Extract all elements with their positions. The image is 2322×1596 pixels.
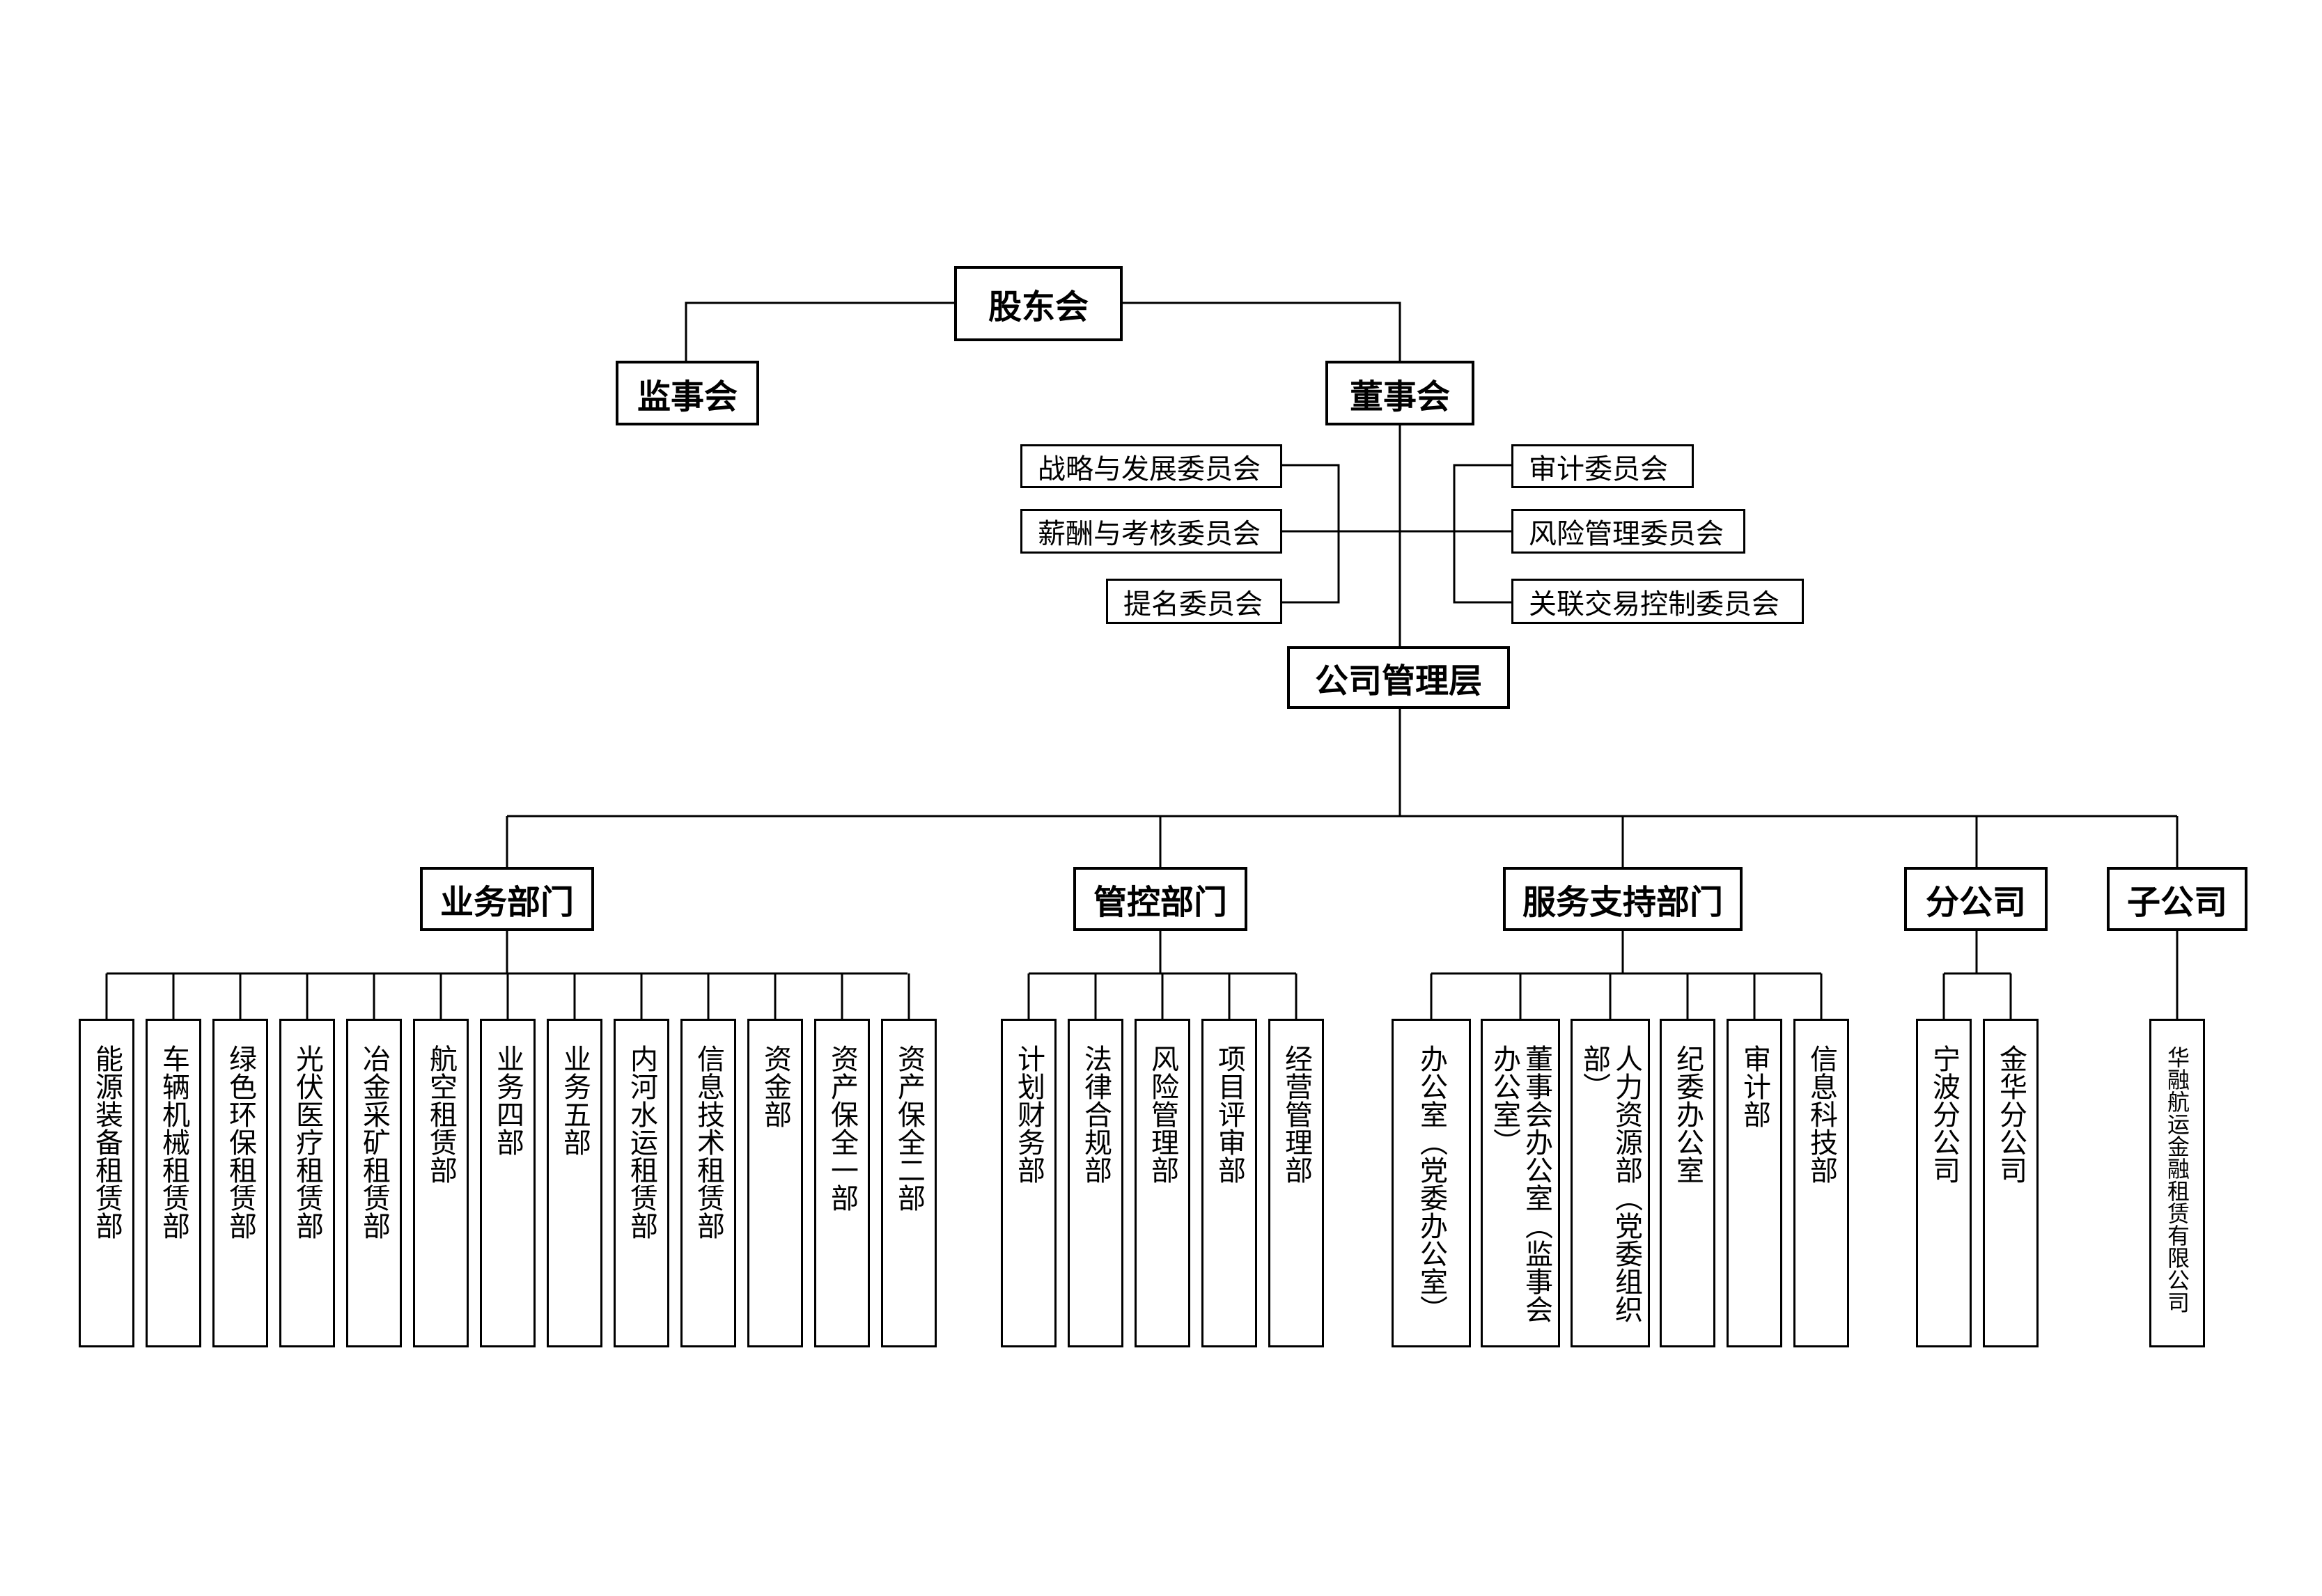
subsidiary-label: 华融航运金融租赁有限公司 xyxy=(2164,1046,2190,1313)
risk-committee-box: 风险管理委员会 xyxy=(1511,509,1745,554)
service-dept-box: 纪委办公室 xyxy=(1660,1019,1715,1347)
dept-label: 资金部 xyxy=(759,1045,791,1128)
business-dept-box: 能源装备租赁部 xyxy=(79,1019,134,1347)
dept-label: 业务四部 xyxy=(492,1045,524,1156)
business-dept-box: 业务四部 xyxy=(480,1019,536,1347)
dept-label: 航空租赁部 xyxy=(425,1045,457,1184)
remuneration-committee-box: 薪酬与考核委员会 xyxy=(1020,509,1282,554)
business-dept-box: 资产保全二部 xyxy=(881,1019,937,1347)
dept-label: 车辆机械租赁部 xyxy=(157,1045,189,1239)
control-dept-box: 法律合规部 xyxy=(1068,1019,1123,1347)
business-dept-box: 信息技术租赁部 xyxy=(680,1019,736,1347)
supervisory-board-box: 监事会 xyxy=(616,361,759,425)
dept-label: 内河水运租赁部 xyxy=(625,1045,657,1239)
dept-label: 审计部 xyxy=(1738,1045,1770,1128)
dept-label: 能源装备租赁部 xyxy=(91,1045,123,1239)
service-departments-box: 服务支持部门 xyxy=(1503,867,1743,931)
dept-label: 办公室（党委办公室） xyxy=(1415,1045,1447,1323)
business-dept-box: 资产保全一部 xyxy=(814,1019,870,1347)
dept-label: 绿色环保租赁部 xyxy=(224,1045,256,1239)
dept-label: 项目评审部 xyxy=(1213,1045,1245,1184)
dept-label: 资产保全二部 xyxy=(893,1045,925,1212)
control-departments-box: 管控部门 xyxy=(1073,867,1247,931)
business-dept-box: 光伏医疗租赁部 xyxy=(279,1019,335,1347)
control-dept-box: 风险管理部 xyxy=(1135,1019,1190,1347)
business-dept-box: 内河水运租赁部 xyxy=(614,1019,669,1347)
dept-label: 纪委办公室 xyxy=(1672,1045,1704,1184)
dept-label: 计划财务部 xyxy=(1013,1045,1045,1184)
service-dept-box: 董事会办公室（监事会办公室） xyxy=(1481,1019,1560,1347)
dept-label: 董事会办公室（监事会办公室） xyxy=(1488,1045,1552,1323)
branch-box: 金华分公司 xyxy=(1983,1019,2039,1347)
control-dept-box: 经营管理部 xyxy=(1268,1019,1324,1347)
business-dept-box: 冶金采矿租赁部 xyxy=(346,1019,402,1347)
dept-label: 业务五部 xyxy=(559,1045,591,1156)
audit-committee-box: 审计委员会 xyxy=(1511,444,1694,488)
branch-label: 金华分公司 xyxy=(1995,1045,2027,1184)
related-transaction-committee-box: 关联交易控制委员会 xyxy=(1511,579,1804,624)
business-dept-box: 资金部 xyxy=(747,1019,803,1347)
nomination-committee-box: 提名委员会 xyxy=(1106,579,1282,624)
branch-box: 宁波分公司 xyxy=(1916,1019,1972,1347)
business-dept-box: 业务五部 xyxy=(547,1019,602,1347)
business-departments-box: 业务部门 xyxy=(420,867,594,931)
branch-label: 宁波分公司 xyxy=(1928,1045,1960,1184)
dept-label: 风险管理部 xyxy=(1146,1045,1178,1184)
strategy-committee-box: 战略与发展委员会 xyxy=(1020,444,1282,488)
service-dept-box: 办公室（党委办公室） xyxy=(1392,1019,1471,1347)
subsidiary-box: 华融航运金融租赁有限公司 xyxy=(2149,1019,2205,1347)
board-of-directors-box: 董事会 xyxy=(1325,361,1474,425)
dept-label: 信息科技部 xyxy=(1805,1045,1837,1184)
dept-label: 冶金采矿租赁部 xyxy=(358,1045,390,1239)
dept-label: 资产保全一部 xyxy=(826,1045,858,1212)
dept-label: 经营管理部 xyxy=(1280,1045,1312,1184)
subsidiary-companies-box: 子公司 xyxy=(2107,867,2247,931)
dept-label: 法律合规部 xyxy=(1080,1045,1112,1184)
dept-label: 光伏医疗租赁部 xyxy=(291,1045,323,1239)
business-dept-box: 车辆机械租赁部 xyxy=(146,1019,201,1347)
branch-companies-box: 分公司 xyxy=(1904,867,2048,931)
control-dept-box: 项目评审部 xyxy=(1201,1019,1257,1347)
service-dept-box: 信息科技部 xyxy=(1793,1019,1849,1347)
dept-label: 人力资源部（党委组织部） xyxy=(1578,1045,1642,1323)
business-dept-box: 绿色环保租赁部 xyxy=(212,1019,268,1347)
shareholders-meeting-box: 股东会 xyxy=(954,266,1123,341)
business-dept-box: 航空租赁部 xyxy=(413,1019,469,1347)
management-box: 公司管理层 xyxy=(1287,646,1510,709)
service-dept-box: 人力资源部（党委组织部） xyxy=(1571,1019,1650,1347)
dept-label: 信息技术租赁部 xyxy=(692,1045,724,1239)
service-dept-box: 审计部 xyxy=(1727,1019,1782,1347)
control-dept-box: 计划财务部 xyxy=(1001,1019,1057,1347)
